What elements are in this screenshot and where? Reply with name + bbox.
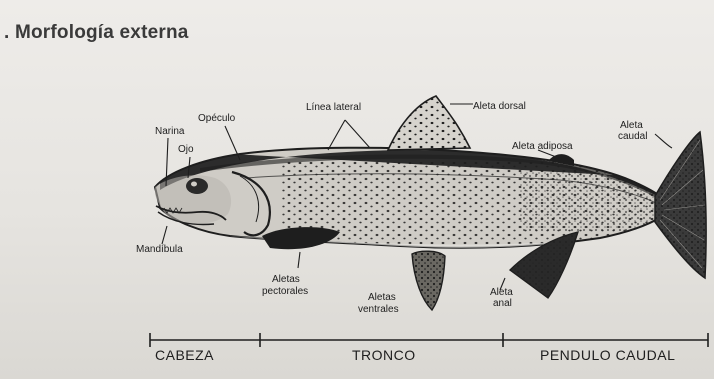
dorsal-fin (385, 92, 475, 152)
fish-body (155, 148, 670, 252)
label-aletas-ventrales-1: Aletas (368, 292, 396, 303)
label-aleta-dorsal: Aleta dorsal (473, 101, 526, 112)
label-narina: Narina (155, 126, 185, 137)
segment-pendulo-caudal: PENDULO CAUDAL (540, 347, 675, 363)
label-aletas-pectorales-2: pectorales (262, 286, 308, 297)
label-mandibula: Mandíbula (136, 244, 183, 255)
label-aleta-anal-1: Aleta (490, 287, 513, 298)
label-aleta-adiposa: Aleta adiposa (512, 141, 573, 152)
caudal-fin (650, 130, 710, 280)
label-aleta-caudal-1: Aleta (620, 120, 643, 131)
label-aletas-ventrales-2: ventrales (358, 304, 399, 315)
label-linea-lateral: Línea lateral (306, 102, 361, 113)
label-aletas-pectorales-1: Aletas (272, 274, 300, 285)
segment-tronco: TRONCO (352, 347, 416, 363)
ventral-fin (412, 251, 445, 310)
label-aleta-anal-2: anal (493, 298, 512, 309)
label-ojo: Ojo (178, 144, 194, 155)
segment-cabeza: CABEZA (155, 347, 214, 363)
region-scale-bar (150, 333, 708, 347)
label-aleta-caudal-2: caudal (618, 131, 647, 142)
label-opeculo: Opéculo (198, 113, 236, 124)
